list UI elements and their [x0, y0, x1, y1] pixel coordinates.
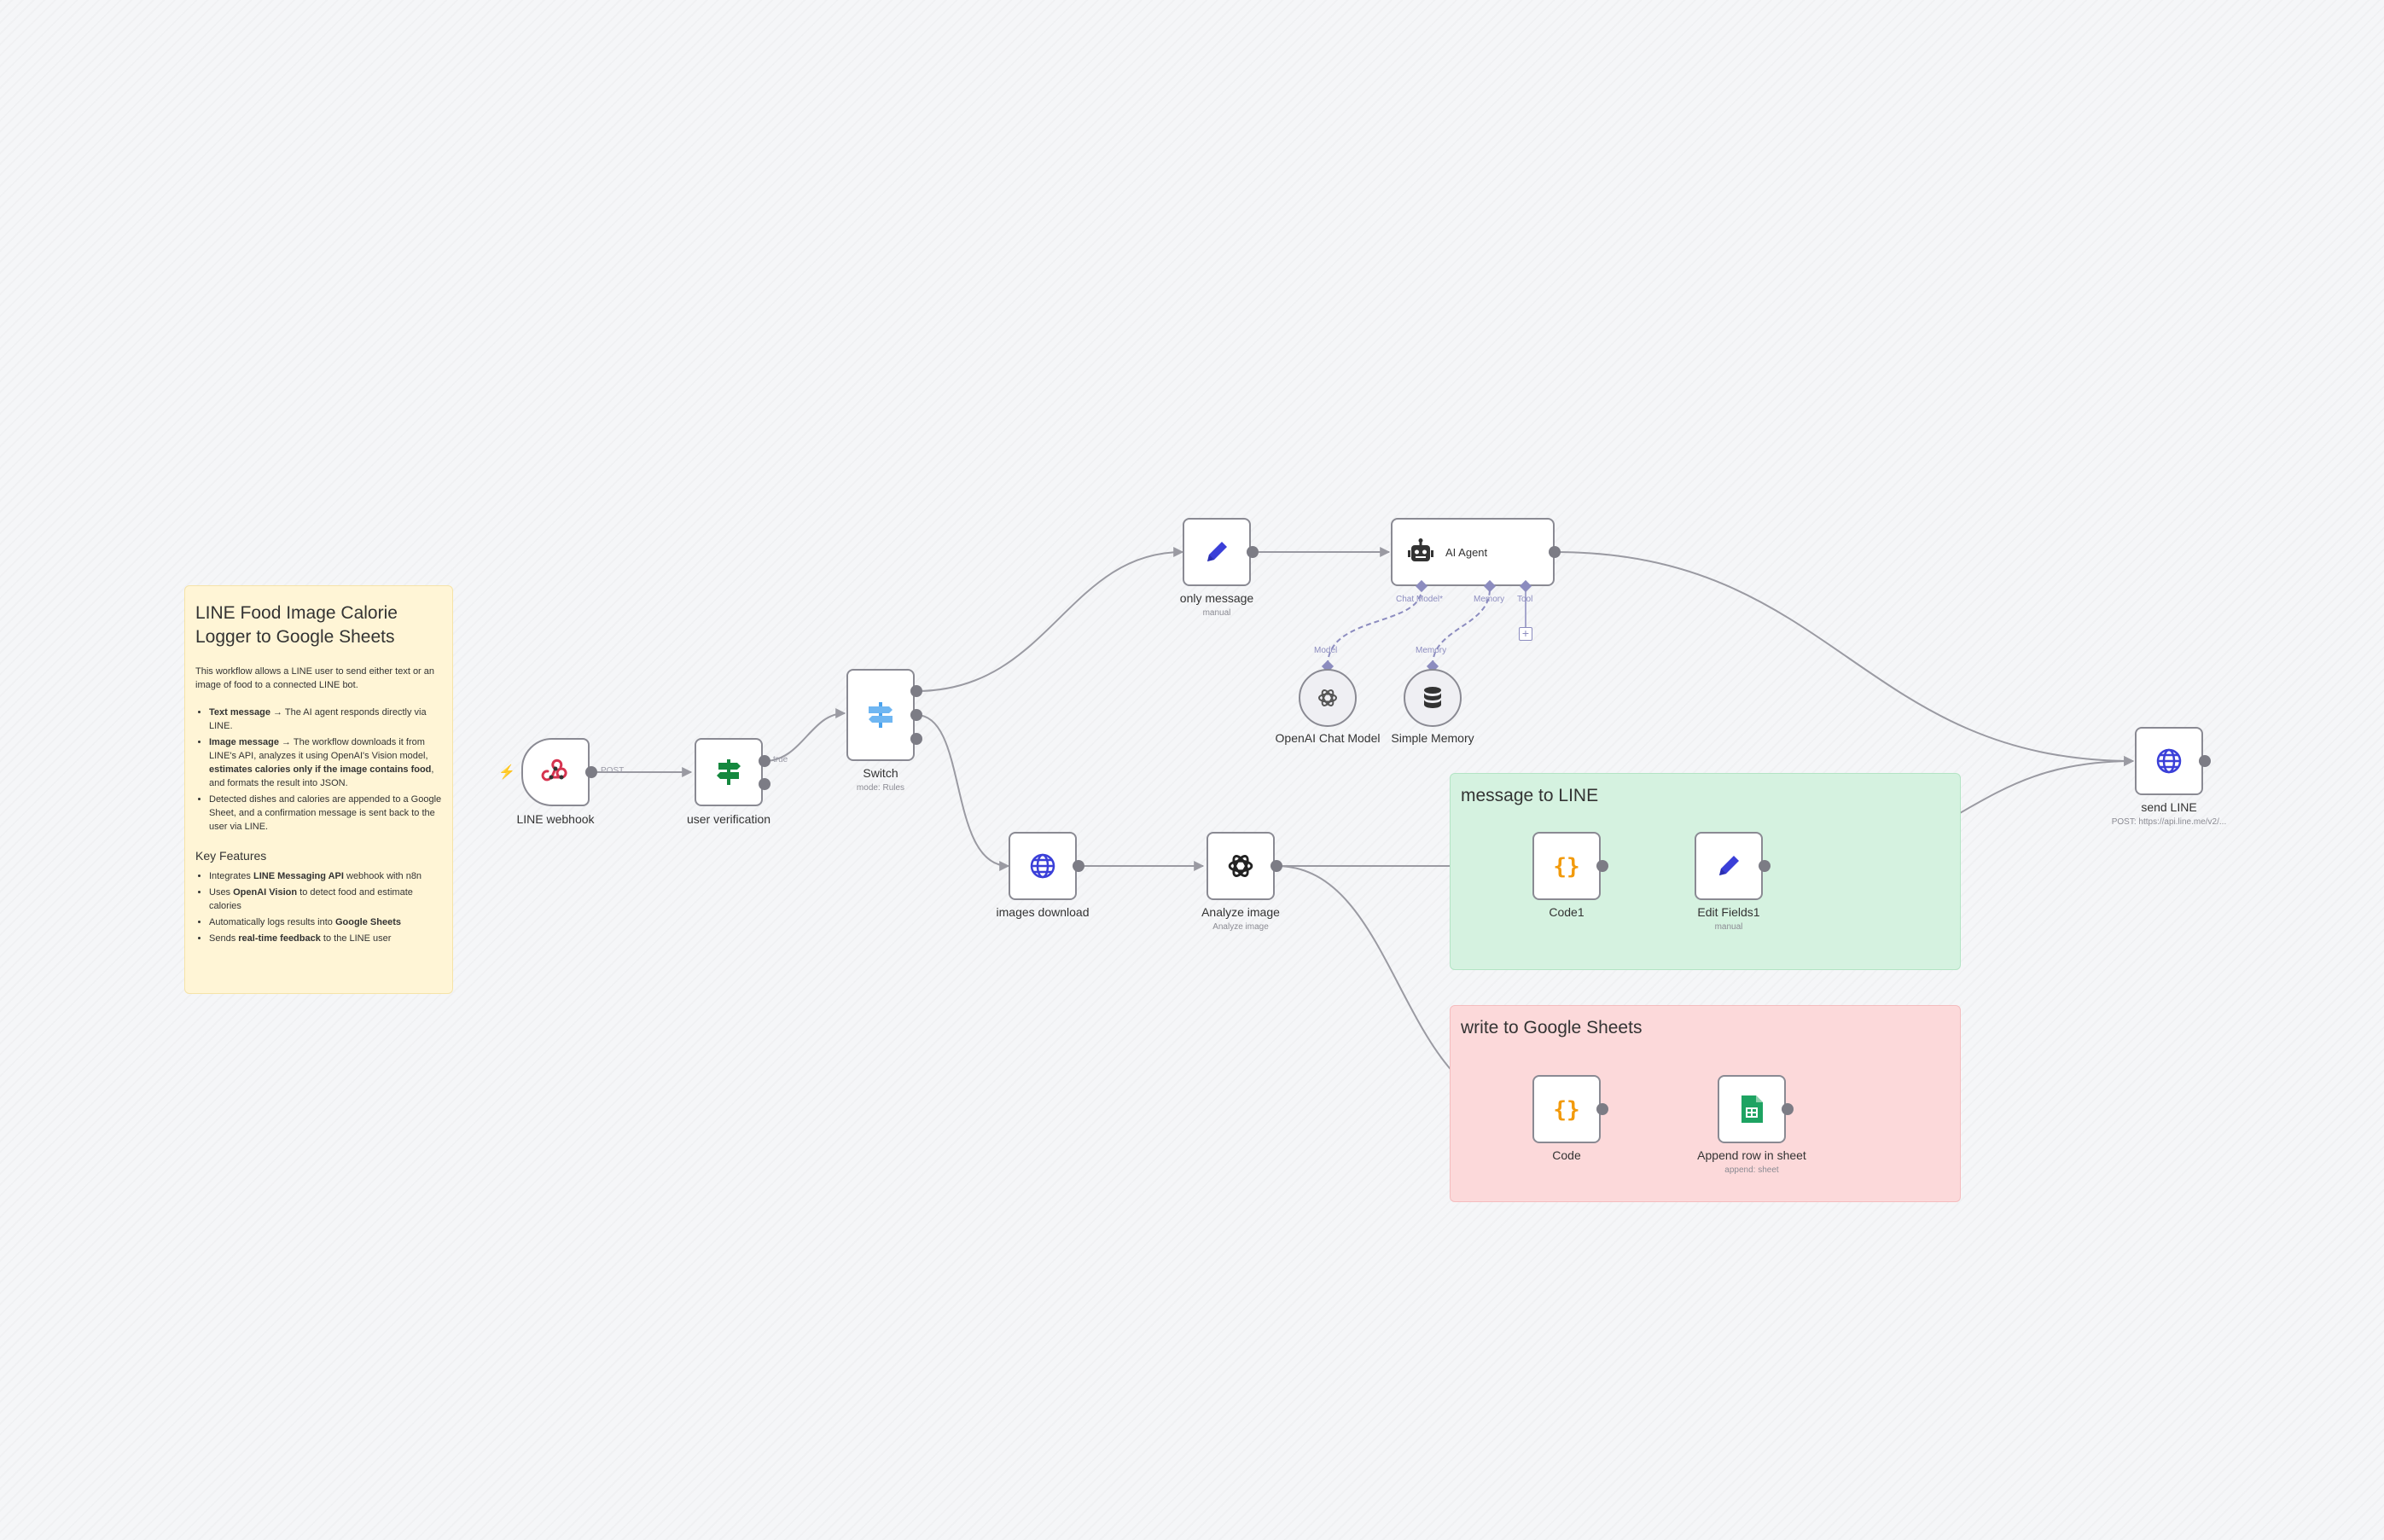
output-handle-2[interactable]: [910, 733, 922, 745]
node-label: AI Agent: [1445, 545, 1488, 559]
node-label: send LINE: [2141, 800, 2197, 814]
database-icon: [1424, 687, 1441, 708]
sticky-note-description[interactable]: LINE Food Image Calorie Logger to Google…: [184, 585, 453, 994]
connection-label-model: Model: [1314, 646, 1338, 655]
node-label: Switch: [863, 766, 898, 780]
node-sublabel: POST: https://api.line.me/v2/...: [2111, 817, 2227, 827]
output-handle[interactable]: [1073, 860, 1084, 872]
node-label: Simple Memory: [1391, 731, 1474, 745]
node-label: user verification: [686, 812, 771, 826]
openai-icon: [1318, 689, 1337, 706]
note-intro: This workflow allows a LINE user to send…: [195, 666, 435, 690]
svg-text:{}: {}: [1553, 854, 1579, 880]
note-bullet: Detected dishes and calories are appende…: [209, 793, 442, 834]
output-handle[interactable]: [1247, 546, 1259, 558]
add-tool-button[interactable]: +: [1519, 627, 1532, 641]
group-title: write to Google Sheets: [1461, 1018, 1643, 1037]
node-sublabel: Analyze image: [1212, 922, 1269, 932]
svg-text:{}: {}: [1553, 1097, 1579, 1123]
note-bullet: Image message → The workflow downloads i…: [209, 735, 442, 790]
node-label: only message: [1179, 591, 1254, 605]
edge-verification-switch: [764, 708, 846, 762]
globe-icon: [2156, 748, 2182, 774]
code-braces-icon: {}: [1553, 1097, 1579, 1123]
node-sublabel: append: sheet: [1724, 1165, 1779, 1175]
connection-label-chat-model: Chat Model*: [1396, 595, 1444, 604]
note-feature: Uses OpenAI Vision to detect food and es…: [209, 886, 442, 913]
node-sublabel: mode: Rules: [856, 783, 905, 793]
robot-icon: [1408, 538, 1433, 561]
node-line-webhook[interactable]: [521, 738, 590, 806]
output-handle-0[interactable]: [910, 685, 922, 697]
webhook-icon: [541, 758, 567, 782]
output-handle[interactable]: [585, 766, 597, 778]
note-features-title: Key Features: [195, 849, 267, 863]
node-label: OpenAI Chat Model: [1275, 731, 1381, 745]
pencil-icon: [1719, 856, 1739, 875]
node-edit-fields1[interactable]: [1695, 832, 1763, 900]
node-user-verification[interactable]: [695, 738, 763, 806]
node-only-message[interactable]: [1183, 518, 1251, 586]
note-feature: Integrates LINE Messaging API webhook wi…: [209, 869, 442, 883]
output-handle-1[interactable]: [910, 709, 922, 721]
node-sublabel: manual: [1714, 922, 1743, 932]
connection-label-tool: Tool: [1517, 595, 1533, 604]
node-label: Edit Fields1: [1697, 905, 1760, 919]
output-handle[interactable]: [1596, 860, 1608, 872]
note-feature: Automatically logs results into Google S…: [209, 915, 442, 929]
node-code[interactable]: {}: [1532, 1075, 1601, 1143]
pencil-icon: [1207, 542, 1227, 561]
switch-icon: [869, 702, 893, 728]
openai-icon: [1228, 855, 1253, 877]
node-label: Append row in sheet: [1697, 1148, 1806, 1162]
edge-aiagent-sendline: [1554, 551, 2135, 766]
note-bullets: Text message → The AI agent responds dir…: [195, 706, 442, 834]
google-sheets-icon: [1741, 1095, 1763, 1123]
connection-label-true: true: [773, 755, 788, 764]
output-handle[interactable]: [2199, 755, 2211, 767]
node-code1[interactable]: {}: [1532, 832, 1601, 900]
node-sublabel: manual: [1202, 608, 1231, 618]
node-label: Analyze image: [1201, 905, 1280, 919]
trigger-bolt-icon: ⚡: [498, 765, 515, 780]
note-feature: Sends real-time feedback to the LINE use…: [209, 932, 442, 945]
node-openai-chat-model[interactable]: [1299, 669, 1357, 727]
output-handle-false[interactable]: [759, 778, 770, 790]
output-handle[interactable]: [1596, 1103, 1608, 1115]
output-handle-true[interactable]: [759, 755, 770, 767]
node-append-row-in-sheet[interactable]: [1718, 1075, 1786, 1143]
output-handle[interactable]: [1782, 1103, 1794, 1115]
output-handle[interactable]: [1549, 546, 1561, 558]
note-features: Integrates LINE Messaging API webhook wi…: [195, 869, 442, 945]
node-send-line[interactable]: [2135, 727, 2203, 795]
node-ai-agent[interactable]: AI Agent: [1391, 518, 1555, 586]
node-label: Code: [1552, 1148, 1581, 1162]
globe-icon: [1030, 853, 1055, 879]
group-title: message to LINE: [1461, 786, 1599, 805]
signpost-icon: [717, 759, 741, 785]
connection-label-memory-in: Memory: [1416, 646, 1447, 655]
note-title: LINE Food Image Calorie Logger to Google…: [195, 603, 398, 647]
node-simple-memory[interactable]: [1404, 669, 1462, 727]
output-handle[interactable]: [1759, 860, 1771, 872]
output-handle[interactable]: [1270, 860, 1282, 872]
node-label: images download: [996, 905, 1090, 919]
node-label: LINE webhook: [516, 812, 595, 826]
node-label: Code1: [1549, 905, 1584, 919]
node-switch[interactable]: [846, 669, 915, 761]
node-images-download[interactable]: [1009, 832, 1077, 900]
code-braces-icon: {}: [1553, 854, 1579, 880]
node-analyze-image[interactable]: [1207, 832, 1275, 900]
connection-label-memory: Memory: [1474, 595, 1505, 604]
note-bullet: Text message → The AI agent responds dir…: [209, 706, 442, 733]
edge-switch-onlymessage: [916, 547, 1184, 692]
connection-label-post: POST: [601, 766, 625, 776]
